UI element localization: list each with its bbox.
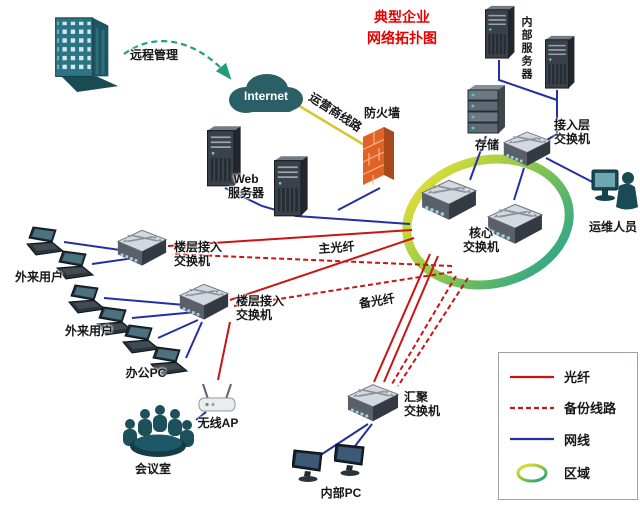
external-users-1-label: 外来用户 (14, 270, 63, 284)
internal-pc-1-icon (292, 448, 328, 489)
access-layer-switch-label: 接入层 交换机 (554, 118, 591, 147)
internet-label: Internet (243, 89, 288, 103)
wireless-ap-icon (196, 380, 238, 421)
legend-cable-line-icon (510, 438, 554, 441)
legend-item-backup: 备份线路 (509, 398, 627, 417)
office-pc-label: 办公PC (125, 366, 167, 380)
meeting-room-icon (116, 398, 200, 467)
internal-pc-label: 内部PC (320, 486, 362, 500)
firewall-icon (360, 122, 398, 193)
ops-staff-label: 运维人员 (588, 220, 637, 234)
floor-switch-1-label: 楼层接入 交换机 (174, 240, 223, 269)
legend-zone-ring-icon (516, 463, 548, 483)
legend-backup-line-icon (510, 406, 554, 409)
fiber-lines (167, 229, 439, 383)
internal-pc-2-icon (334, 442, 370, 483)
floor-switch-1-icon (116, 226, 168, 273)
diagram-title: 典型企业 网络拓扑图 (352, 7, 452, 49)
legend-zone-label: 区域 (564, 466, 591, 482)
main-fiber-label: 主光纤 (318, 239, 355, 256)
legend-item-fiber: 光纤 (509, 367, 627, 386)
meeting-room-label: 会议室 (134, 462, 171, 476)
external-users-2-label: 外来用户 (64, 324, 113, 338)
floor-switch-2-icon (178, 280, 230, 327)
carrier-line (295, 102, 367, 148)
diagram-title-line1: 典型企业 (374, 9, 430, 25)
ops-staff-icon (590, 162, 640, 223)
aggregation-switch-label: 汇聚 交换机 (404, 390, 441, 419)
backup-lines (171, 253, 469, 387)
legend-item-zone: 区域 (509, 461, 627, 485)
firewall-label: 防火墙 (364, 106, 401, 120)
legend-fiber-label: 光纤 (564, 370, 591, 386)
internal-server-1-icon (481, 4, 517, 65)
storage-label: 存储 (474, 138, 499, 152)
aggregation-switch-icon (346, 380, 400, 429)
internet-cloud-icon: Internet (222, 68, 310, 125)
floor-switch-2-label: 楼层接入 交换机 (236, 294, 285, 323)
internal-server-2-icon (541, 34, 577, 95)
diagram-title-line2: 网络拓扑图 (367, 30, 437, 46)
core-switch-1-icon (420, 176, 478, 227)
remote-management-label: 远程管理 (130, 48, 179, 62)
core-switch-label: 核心 交换机 (462, 226, 499, 255)
legend-backup-label: 备份线路 (564, 401, 617, 417)
wireless-ap-label: 无线AP (197, 416, 239, 430)
access-layer-switch-icon (502, 128, 552, 173)
internal-server-label: 内部服务器 (519, 16, 532, 81)
legend-fiber-line-icon (510, 375, 554, 378)
headquarters-building-icon (36, 10, 126, 99)
legend-item-cable: 网线 (509, 430, 627, 449)
legend-cable-label: 网线 (564, 432, 591, 448)
remote-management-arrow (123, 40, 232, 80)
web-server-label: Web 服务器 (227, 172, 264, 201)
legend: 光纤 备份线路 网线 区域 (498, 352, 638, 500)
